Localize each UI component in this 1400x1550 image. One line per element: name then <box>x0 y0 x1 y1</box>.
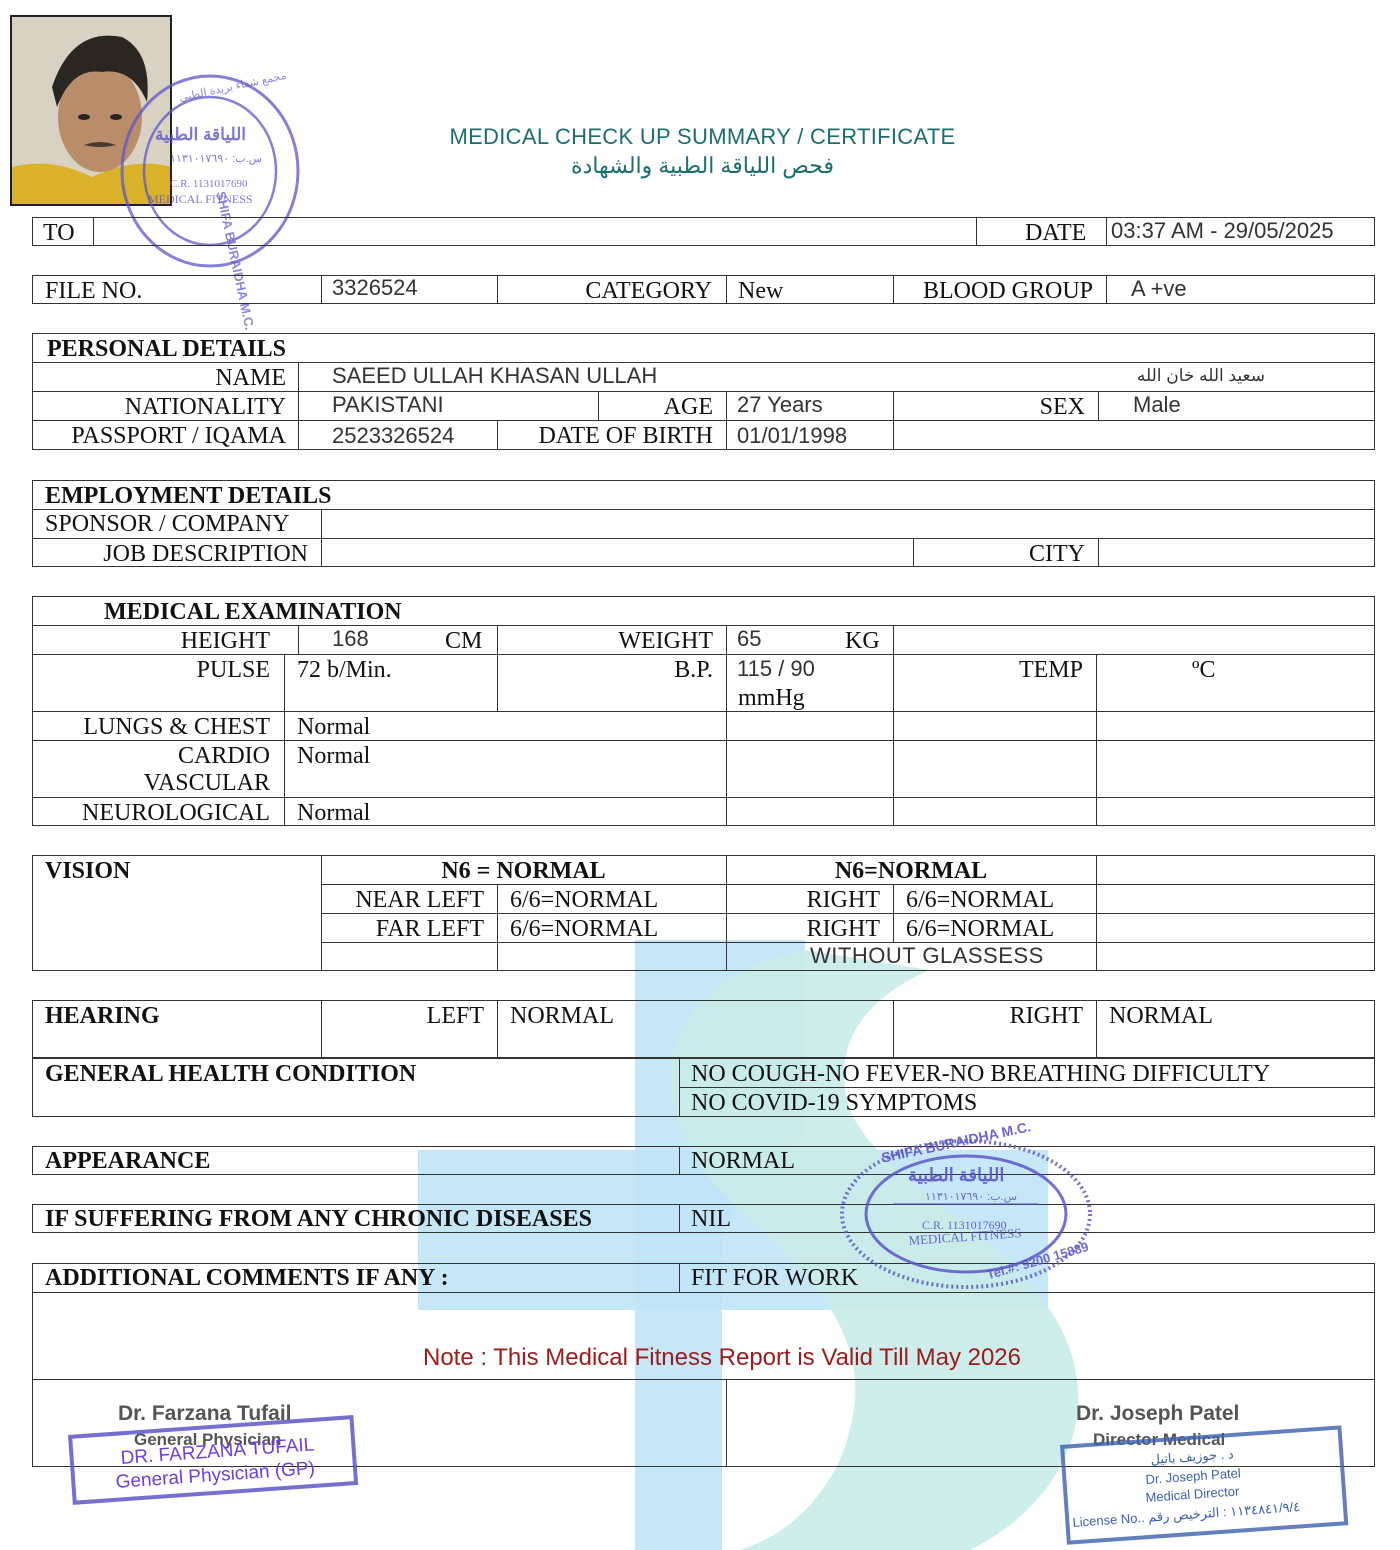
dob-label: DATE OF BIRTH <box>538 423 713 449</box>
blood-group-value: A +ve <box>1131 276 1187 301</box>
comments-table <box>32 1263 1375 1467</box>
date-label: DATE <box>1025 220 1087 246</box>
sponsor-label: SPONSOR / COMPANY <box>45 511 290 537</box>
to-date-row <box>32 217 1375 246</box>
city-label: CITY <box>1029 541 1085 567</box>
neuro-value: Normal <box>297 800 371 826</box>
bp-unit: mmHg <box>738 685 805 711</box>
height-unit: CM <box>445 628 483 654</box>
stamp-top-fitness: MEDICAL FITNESS <box>148 192 253 206</box>
chronic-row <box>32 1204 1375 1233</box>
near-left-value: 6/6=NORMAL <box>510 887 659 913</box>
medical-heading: MEDICAL EXAMINATION <box>104 599 402 625</box>
hearing-right-value: NORMAL <box>1109 1003 1214 1029</box>
to-label: TO <box>43 220 75 246</box>
employment-table <box>32 480 1375 567</box>
far-right-label: RIGHT <box>806 916 880 942</box>
weight-unit: KG <box>845 628 880 654</box>
hearing-left-label: LEFT <box>426 1003 484 1029</box>
title-en: MEDICAL CHECK UP SUMMARY / CERTIFICATE <box>449 124 956 149</box>
lungs-label: LUNGS & CHEST <box>83 714 270 740</box>
stamp-top-ar-title: اللياقة الطبية <box>155 125 247 144</box>
name-value: SAEED ULLAH KHASAN ULLAH <box>332 363 658 388</box>
appearance-heading: APPEARANCE <box>45 1148 211 1174</box>
hearing-table <box>32 1000 1375 1058</box>
glasses-value: WITHOUT GLASSESS <box>810 943 1044 968</box>
title-ar: فحص اللياقة الطبية والشهادة <box>571 153 834 178</box>
pulse-value: 72 b/Min. <box>297 657 392 683</box>
cardio-value: Normal <box>297 743 371 769</box>
passport-label: PASSPORT / IQAMA <box>71 423 286 449</box>
hearing-right-label: RIGHT <box>1009 1003 1083 1029</box>
temp-label: TEMP <box>1018 657 1083 683</box>
personal-heading: PERSONAL DETAILS <box>47 336 286 362</box>
vision-left-head: N6 = NORMAL <box>441 858 606 884</box>
chronic-value: NIL <box>691 1206 731 1232</box>
weight-label: WEIGHT <box>618 628 713 654</box>
sex-value: Male <box>1133 392 1181 417</box>
employment-heading: EMPLOYMENT DETAILS <box>45 483 332 509</box>
cardio-label-2: VASCULAR <box>143 770 270 796</box>
name-arabic: سعيد الله خان الله <box>1136 366 1265 385</box>
far-left-label: FAR LEFT <box>375 916 484 942</box>
appearance-value: NORMAL <box>691 1148 796 1174</box>
appearance-row <box>32 1146 1375 1175</box>
general-line2: NO COVID-19 SYMPTOMS <box>691 1090 978 1116</box>
near-left-label: NEAR LEFT <box>355 887 484 913</box>
far-left-value: 6/6=NORMAL <box>510 916 659 942</box>
left-doctor-name: Dr. Farzana Tufail <box>118 1402 292 1425</box>
right-doctor-title: Director Medical <box>1093 1430 1226 1449</box>
stamp-mid-ar-title: اللياقة الطبية <box>908 1165 1005 1185</box>
bp-label: B.P. <box>674 657 713 683</box>
vision-heading: VISION <box>45 858 131 884</box>
stamp-top-po: س.ب: ١١٣١٠١٧٦٩٠ <box>170 153 263 165</box>
comments-value: FIT FOR WORK <box>691 1265 859 1291</box>
stamp-mid-po: س.ب: ١١٣١٠١٧٦٩٠ <box>925 1191 1018 1203</box>
pulse-label: PULSE <box>196 657 270 683</box>
right-doctor-name: Dr. Joseph Patel <box>1076 1402 1240 1425</box>
lungs-value: Normal <box>297 714 371 740</box>
temp-unit: ºC <box>1192 657 1216 683</box>
nationality-label: NATIONALITY <box>124 394 286 420</box>
file-no-label: FILE NO. <box>45 278 143 304</box>
general-heading: GENERAL HEALTH CONDITION <box>45 1061 417 1087</box>
height-value: 168 <box>332 626 369 651</box>
validity-note: Note : This Medical Fitness Report is Va… <box>422 1344 1022 1371</box>
bp-value: 115 / 90 <box>737 656 815 681</box>
chronic-heading: IF SUFFERING FROM ANY CHRONIC DISEASES <box>45 1206 592 1232</box>
dob-value: 01/01/1998 <box>737 423 848 448</box>
near-right-label: RIGHT <box>806 887 880 913</box>
name-label: NAME <box>215 365 286 391</box>
cardio-label-1: CARDIO <box>177 743 270 769</box>
passport-value: 2523326524 <box>332 423 455 448</box>
comments-heading: ADDITIONAL COMMENTS IF ANY : <box>45 1265 449 1291</box>
date-value: 03:37 AM - 29/05/2025 <box>1111 218 1334 243</box>
height-label: HEIGHT <box>180 628 270 654</box>
blood-group-label: BLOOD GROUP <box>922 278 1093 304</box>
age-value: 27 Years <box>737 392 823 417</box>
hearing-left-value: NORMAL <box>510 1003 615 1029</box>
sex-label: SEX <box>1039 394 1085 420</box>
file-row <box>32 275 1375 304</box>
category-value: New <box>738 278 784 304</box>
stamp-top-cr: C.R. 1131017690 <box>170 178 248 190</box>
nationality-value: PAKISTANI <box>332 392 444 417</box>
age-label: AGE <box>663 394 713 420</box>
category-label: CATEGORY <box>585 278 712 304</box>
file-no-value: 3326524 <box>332 275 418 300</box>
neuro-label: NEUROLOGICAL <box>82 800 270 826</box>
stamp-mid-cr: C.R. 1131017690 <box>922 1218 1007 1232</box>
watermark-logo <box>418 940 1079 1550</box>
round-stamp-middle <box>840 1139 1092 1289</box>
weight-value: 65 <box>737 626 762 651</box>
near-right-value: 6/6=NORMAL <box>906 887 1055 913</box>
job-label: JOB DESCRIPTION <box>103 541 308 567</box>
hearing-heading: HEARING <box>45 1003 160 1029</box>
left-doctor-title: General Physician <box>134 1430 282 1449</box>
vision-right-head: N6=NORMAL <box>834 858 988 884</box>
general-line1: NO COUGH-NO FEVER-NO BREATHING DIFFICULT… <box>691 1061 1271 1087</box>
far-right-value: 6/6=NORMAL <box>906 916 1055 942</box>
